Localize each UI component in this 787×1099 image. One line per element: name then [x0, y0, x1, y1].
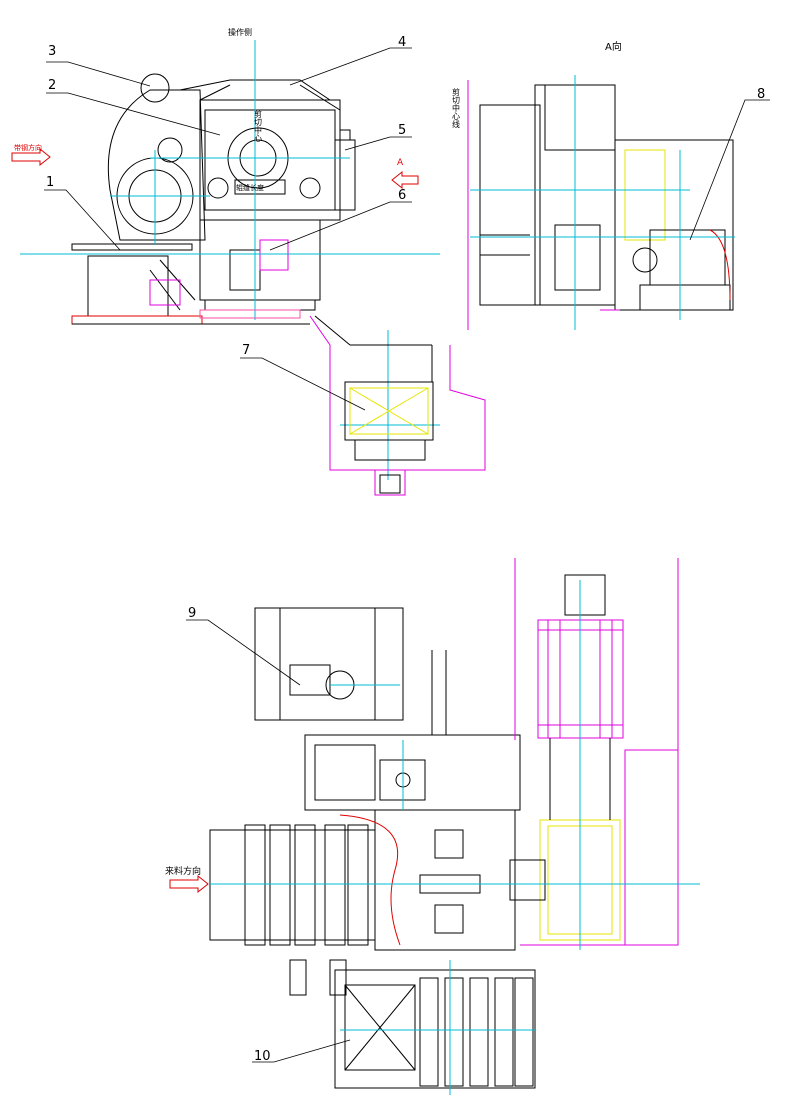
centerlines-plan	[210, 580, 700, 1095]
shear-centerline-label: 剪切中心线	[452, 87, 461, 128]
pit-section	[199, 309, 486, 496]
view-a-arrow	[391, 170, 419, 190]
feed-direction-top-label: 带钢方向	[14, 143, 42, 152]
callout-9: 9	[188, 606, 196, 621]
operator-side-label: 操作侧	[228, 27, 252, 37]
side-elevation-view	[71, 73, 356, 325]
callout-1: 1	[46, 175, 54, 190]
centerlines-view-a	[470, 75, 735, 330]
callout-5: 5	[398, 123, 406, 138]
callout-2: 2	[48, 78, 56, 93]
view-a-label: A向	[605, 40, 622, 53]
centerlines-side	[20, 40, 440, 480]
callout-10: 10	[254, 1049, 271, 1064]
view-a	[467, 80, 734, 330]
roll-center-label: 剪切中心	[254, 109, 263, 142]
feed-arrow-top	[11, 147, 51, 167]
callout-4: 4	[398, 35, 406, 50]
feed-direction-bottom-label: 来料方向	[165, 865, 201, 877]
callout-8: 8	[757, 87, 765, 102]
feed-arrow-bottom	[169, 874, 209, 894]
callout-leaders	[44, 47, 770, 1063]
plate-label: 辊缝长度	[236, 183, 264, 192]
callout-7: 7	[242, 343, 250, 358]
callout-3: 3	[48, 44, 56, 59]
arrow-a-label: A	[397, 158, 404, 168]
plan-view	[209, 558, 679, 1089]
callout-6: 6	[398, 188, 406, 203]
